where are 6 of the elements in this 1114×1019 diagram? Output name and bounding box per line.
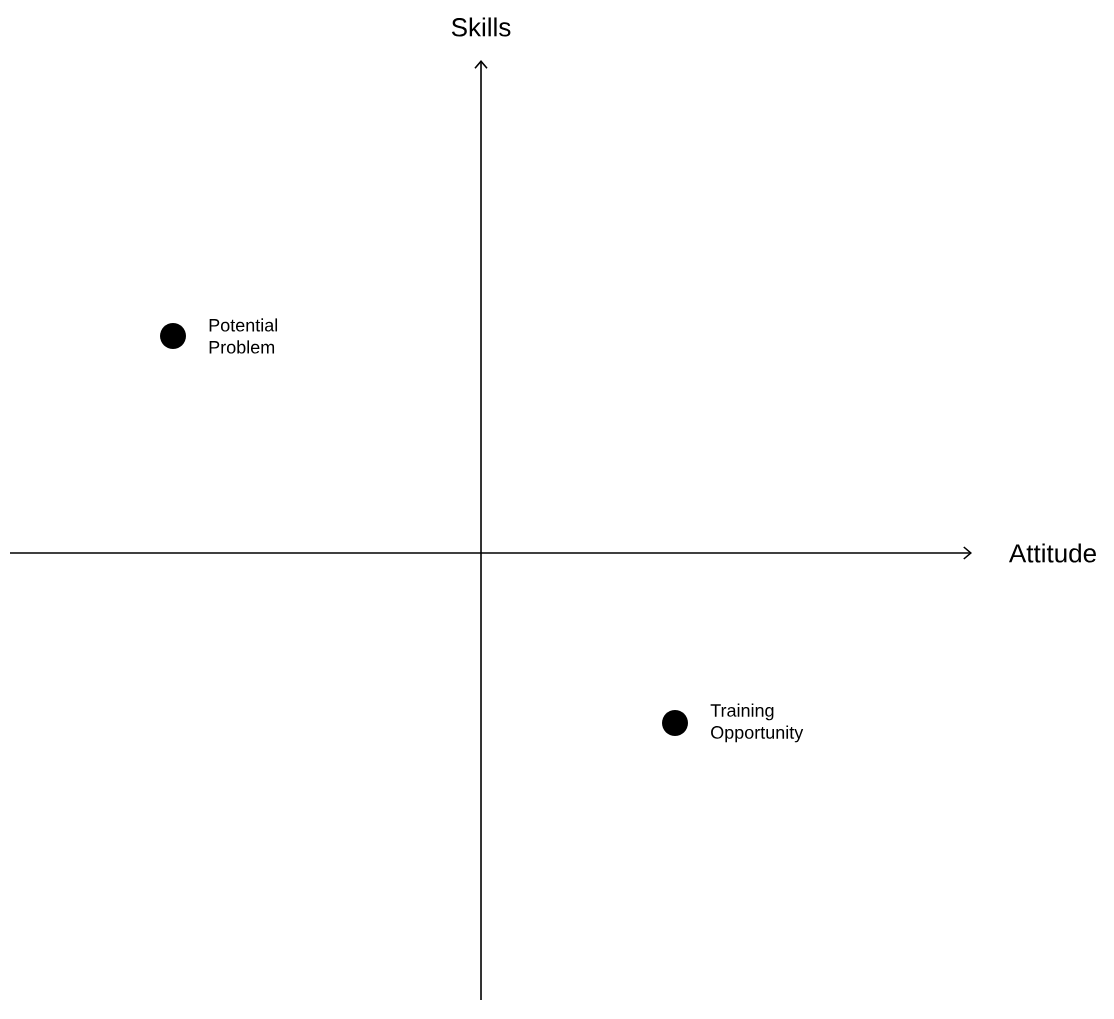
- data-point: [160, 323, 186, 349]
- point-label: Potential Problem: [209, 318, 278, 354]
- axis-label: Attitude: [1008, 543, 1096, 563]
- data-point: [662, 710, 688, 736]
- axis-label: Skills: [451, 17, 511, 37]
- point-label: Training Opportunity: [710, 703, 804, 743]
